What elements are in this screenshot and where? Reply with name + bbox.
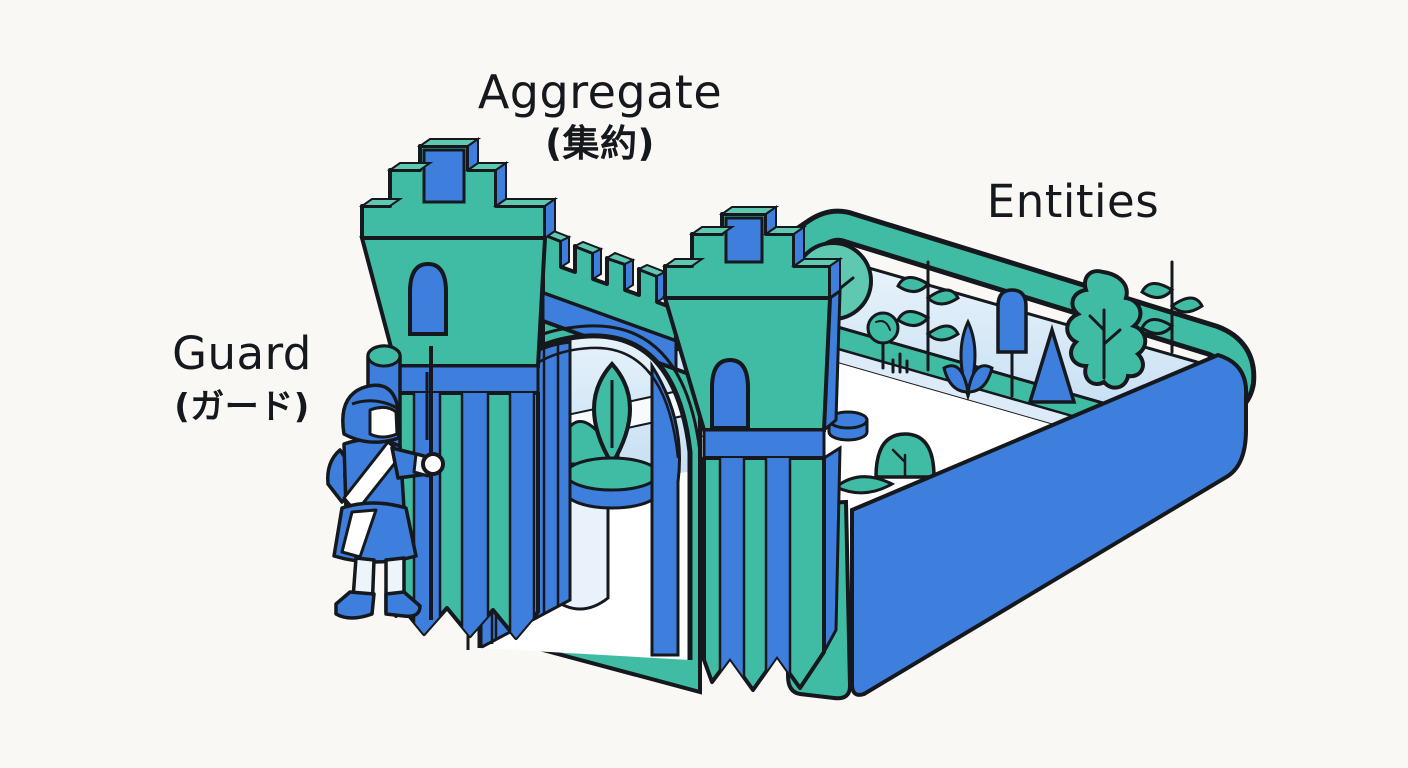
left-tower-stripes bbox=[412, 393, 536, 638]
right-tower-stripes bbox=[718, 458, 792, 690]
right-tower bbox=[661, 205, 844, 692]
gate-right-door bbox=[650, 360, 681, 657]
sprout-plant-right-icon bbox=[1140, 260, 1204, 354]
sprout-plant-icon bbox=[896, 260, 960, 372]
flame-plant-icon bbox=[942, 318, 994, 401]
triangle-tree-icon bbox=[1027, 324, 1077, 404]
grass-dashes-icon bbox=[891, 352, 909, 374]
label-entities: Entities bbox=[948, 176, 1198, 228]
guard-right-boot bbox=[384, 590, 422, 619]
label-guard: Guard (ガード) bbox=[122, 328, 362, 427]
garden-front-wall bbox=[850, 352, 1249, 697]
right-tower-window-icon bbox=[710, 357, 750, 430]
label-aggregate-en: Aggregate bbox=[477, 65, 723, 119]
guard-left-boot bbox=[334, 590, 376, 620]
label-entities-en: Entities bbox=[986, 175, 1160, 228]
capsule-tree-icon bbox=[996, 288, 1028, 398]
dome-bush-icon bbox=[833, 432, 936, 495]
small-bush-icon bbox=[866, 311, 900, 370]
pedestal-disc-icon bbox=[564, 456, 660, 510]
label-aggregate: Aggregate (集約) bbox=[380, 66, 820, 165]
guard-figure bbox=[326, 344, 445, 620]
guard-face bbox=[368, 405, 399, 439]
bumpy-tree-icon bbox=[1065, 269, 1148, 390]
label-guard-ja: (ガード) bbox=[174, 386, 310, 427]
label-aggregate-ja: (集約) bbox=[545, 121, 655, 165]
garden-disc-icon bbox=[827, 410, 869, 442]
guard-hand bbox=[421, 452, 445, 476]
label-guard-en: Guard bbox=[172, 327, 312, 380]
guard-helmet-brim bbox=[351, 399, 398, 410]
left-tower-window-icon bbox=[408, 261, 448, 336]
